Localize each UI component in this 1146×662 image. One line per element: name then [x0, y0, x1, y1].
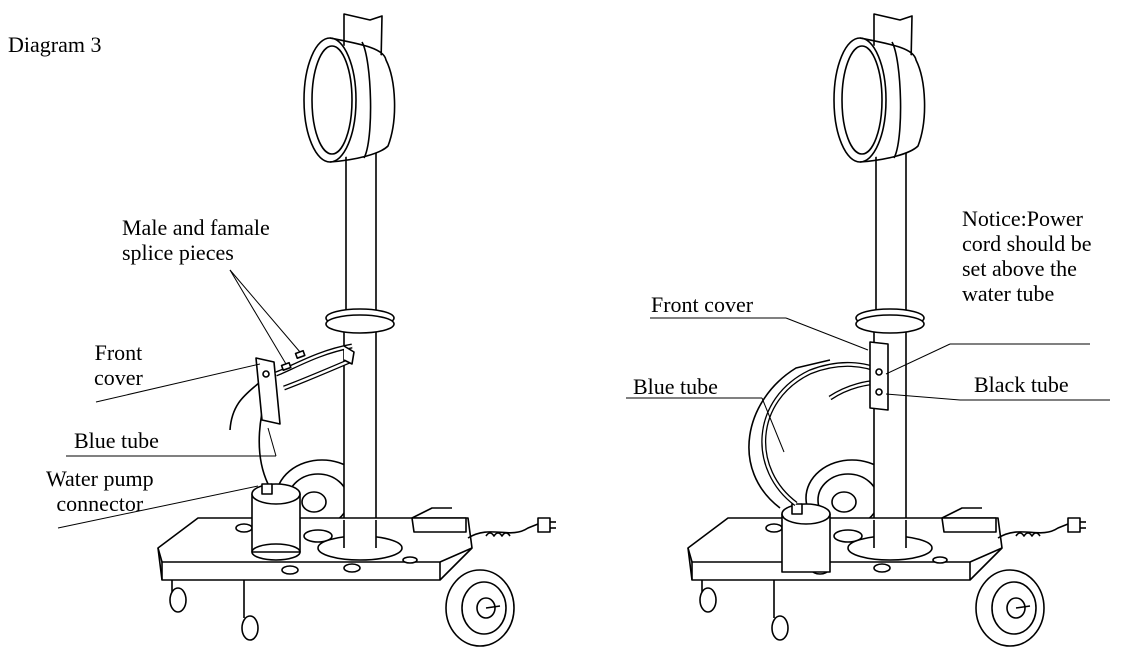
left-cart-drawing [57, 13, 557, 647]
front-cover-label-right: Front cover [651, 292, 754, 317]
black-tube-label: Black tube [974, 372, 1069, 397]
blue-tube-label-left: Blue tube [74, 428, 159, 453]
notice-label: Notice:Power cord should be set above th… [962, 206, 1092, 306]
water-pump-connector-label: Water pump connector [46, 466, 154, 516]
front-cover-label-left: Front cover [94, 340, 143, 390]
diagram-title: Diagram 3 [8, 32, 102, 57]
splice-pieces-label: Male and famale splice pieces [122, 215, 270, 265]
blue-tube-label-right: Blue tube [633, 374, 718, 399]
right-cart-drawing [626, 13, 1110, 647]
